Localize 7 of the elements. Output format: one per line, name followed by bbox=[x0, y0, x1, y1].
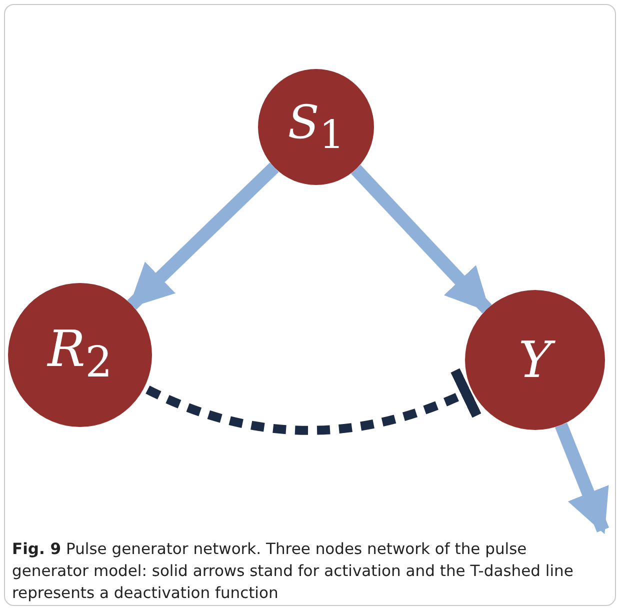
node-label: S$_{1}$ bbox=[288, 99, 344, 155]
arrow bbox=[554, 422, 610, 534]
node-label: R$_{2}$ bbox=[48, 324, 112, 386]
figure-caption: Fig. 9 Pulse generator network. Three nodes network of the pulse generator model: solid arrows stand for activation and the T-dashed line represents a deactivation function bbox=[12, 539, 574, 604]
arrow bbox=[350, 164, 492, 314]
arrow bbox=[127, 162, 279, 310]
inhibition-line bbox=[146, 368, 481, 435]
